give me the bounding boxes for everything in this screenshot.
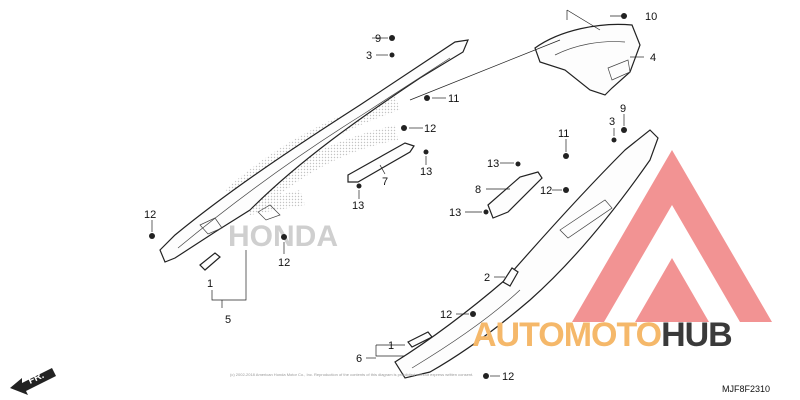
callout-12-center[interactable]: 12: [278, 257, 290, 269]
callout-9-upper[interactable]: 9: [375, 33, 381, 45]
automotohub-triangle-logo: [572, 150, 772, 322]
callout-4[interactable]: 4: [650, 52, 656, 64]
copyright-notice: (c) 2002-2018 American Honda Motor Co., …: [230, 372, 473, 377]
callout-11-upper[interactable]: 11: [448, 93, 459, 105]
screw-13-d: [483, 209, 489, 215]
clip-11-upper: [424, 95, 430, 101]
automotohub-watermark-text: AUTOMOTOHUB: [472, 316, 732, 354]
left-side-rail: [159, 39, 469, 263]
nut-12-left: [149, 233, 155, 239]
callout-13-b[interactable]: 13: [352, 200, 364, 212]
inner-bracket: [347, 142, 415, 183]
screw-13-c: [515, 161, 521, 167]
side-clip: [502, 267, 519, 287]
callout-5[interactable]: 5: [225, 314, 231, 326]
callout-11-right[interactable]: 11: [558, 128, 569, 140]
bolt-9-right: [621, 127, 627, 133]
callout-8[interactable]: 8: [475, 184, 481, 196]
front-direction-arrow: FR.: [10, 368, 56, 395]
watermark-hub: HUB: [661, 316, 732, 354]
clip-11-right: [563, 153, 569, 159]
callout-12-upper[interactable]: 12: [424, 123, 436, 135]
nut-12-upper: [401, 125, 407, 131]
nut-12-center: [281, 234, 287, 240]
nut-12-bottom: [483, 373, 489, 379]
side-pad: [487, 171, 543, 219]
callout-10[interactable]: 10: [645, 11, 657, 23]
nut-12-right: [563, 187, 569, 193]
fastener-bolts: [149, 13, 627, 379]
washer-3-right: [611, 137, 617, 143]
callout-13-d[interactable]: 13: [449, 207, 461, 219]
leader-lines: [151, 9, 644, 377]
watermark-automoto: AUTOMOTO: [472, 316, 662, 354]
right-side-cover: [394, 129, 659, 379]
callout-12-lower[interactable]: 12: [440, 309, 452, 321]
front-label: FR.: [27, 370, 46, 387]
callout-6[interactable]: 6: [356, 353, 362, 365]
callout-13-c[interactable]: 13: [487, 158, 499, 170]
callout-1-lower[interactable]: 1: [388, 340, 394, 352]
callout-12-left[interactable]: 12: [144, 209, 156, 221]
screw-13-a: [423, 149, 429, 155]
callout-13-a[interactable]: 13: [420, 166, 432, 178]
tail-cover: [534, 23, 641, 96]
bolt-9-upper: [389, 35, 395, 41]
nut-12-lower: [470, 311, 476, 317]
screw-13-b: [356, 183, 362, 189]
callout-3-right[interactable]: 3: [609, 116, 615, 128]
washer-3-upper: [389, 52, 395, 58]
callout-7[interactable]: 7: [382, 176, 388, 188]
diagram-code: MJF8F2310: [722, 384, 770, 394]
callout-12-bottom[interactable]: 12: [502, 371, 514, 383]
emblem-pad-left: [199, 252, 221, 271]
callout-3-upper[interactable]: 3: [366, 50, 372, 62]
callout-12-right[interactable]: 12: [540, 185, 552, 197]
callout-2[interactable]: 2: [484, 272, 490, 284]
callout-1-left[interactable]: 1: [207, 278, 213, 290]
callout-9-right[interactable]: 9: [620, 103, 626, 115]
